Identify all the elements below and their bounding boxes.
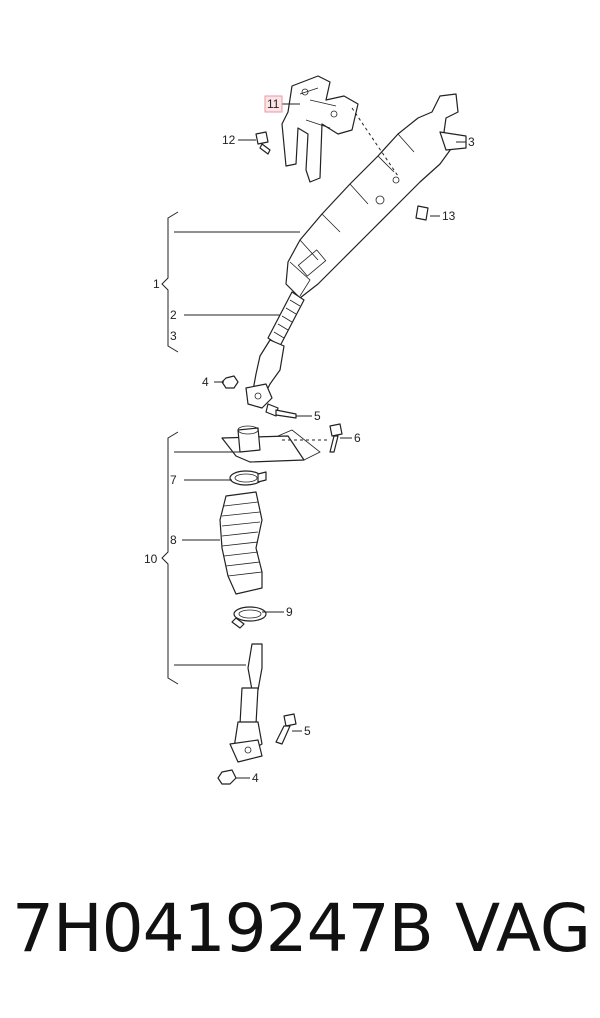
bolt-6-part (329, 423, 343, 453)
callout-9[interactable]: 9 (286, 605, 293, 619)
leader-lines (174, 103, 466, 779)
callout-13[interactable]: 13 (442, 209, 456, 223)
callout-12[interactable]: 12 (222, 133, 236, 147)
bolt-upper-part (265, 403, 297, 419)
hex-nut-upper-part (221, 375, 239, 389)
callout-4-upper[interactable]: 4 (202, 375, 209, 389)
part-number: 7H0419247B (12, 890, 434, 967)
brace-10 (161, 431, 179, 685)
brace-1 (161, 211, 179, 353)
hex-nut-lower-part (217, 769, 237, 785)
upper-column-part (285, 93, 467, 299)
footer: 7H0419247B VAG (0, 890, 600, 980)
steering-column-diagram: 11 12 3 13 1 2 3 4 5 6 7 8 10 9 5 4 (144, 75, 475, 785)
callout-11-highlight (264, 95, 283, 113)
callout-3-top[interactable]: 3 (468, 135, 475, 149)
callout-3-brace[interactable]: 3 (170, 329, 177, 343)
bolt-12-part (255, 131, 271, 155)
callout-5-lower[interactable]: 5 (304, 724, 311, 738)
callout-1[interactable]: 1 (153, 277, 160, 291)
bolt-lower-part (275, 713, 297, 745)
callout-8[interactable]: 8 (170, 533, 177, 547)
upper-shaft-part (245, 291, 305, 409)
callout-7[interactable]: 7 (170, 473, 177, 487)
callout-5-upper[interactable]: 5 (314, 409, 321, 423)
callout-11[interactable]: 11 (267, 97, 280, 111)
lower-shaft-part (229, 643, 263, 763)
mounting-bracket-part (281, 75, 359, 183)
bulkhead-seal-part (221, 425, 321, 463)
brand-name: VAG (455, 890, 592, 967)
callout-2[interactable]: 2 (170, 308, 177, 322)
bolt-13-part (415, 205, 429, 221)
callout-10[interactable]: 10 (144, 552, 158, 566)
clamp-lower-part (231, 606, 267, 629)
callout-6[interactable]: 6 (354, 431, 361, 445)
bellows-boot-part (219, 491, 263, 595)
callout-4-lower[interactable]: 4 (252, 771, 259, 785)
clamp-upper-part (229, 470, 267, 486)
